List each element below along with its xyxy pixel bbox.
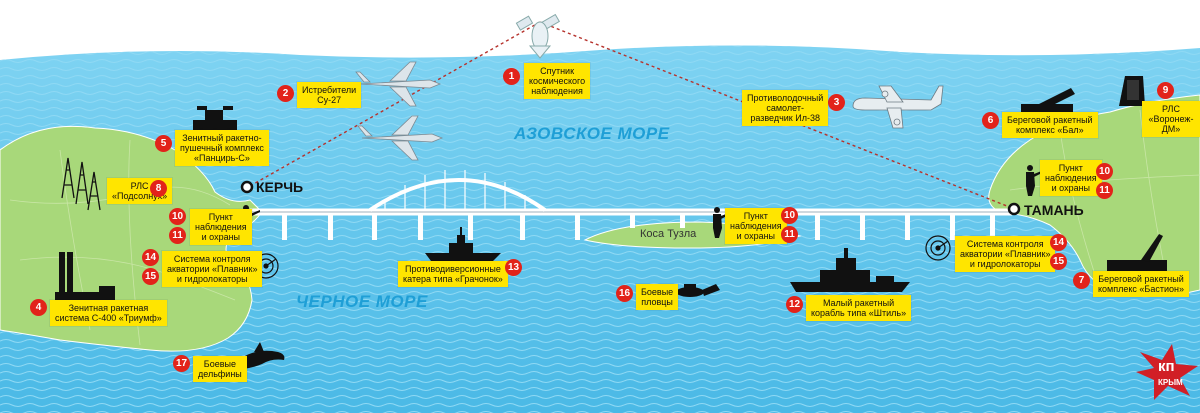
taman-city-label: ТАМАНЬ — [1024, 202, 1084, 218]
grachonok-label: Противодиверсионные катера типа «Грачоно… — [398, 261, 508, 287]
marker-badge-11-kerch: 11 — [169, 227, 186, 244]
logo-sub-text: КРЫМ — [1158, 378, 1183, 387]
su27-label: Истребители Су-27 — [297, 82, 362, 108]
marker-badge-13: 13 — [505, 259, 522, 276]
sonar-icon — [925, 235, 951, 261]
marker-badge-15-kerch: 15 — [142, 268, 159, 285]
azov-sea-label: АЗОВСКОЕ МОРЕ — [514, 124, 670, 143]
tuzla-observation-label: Пункт наблюдения и охраны — [725, 208, 787, 244]
marker-badge-10-tuzla: 10 — [781, 207, 798, 224]
boat-icon — [425, 227, 501, 261]
satellite-icon — [515, 13, 561, 59]
kerch-observation-label: Пункт наблюдения и охраны — [190, 209, 252, 245]
satellite-label: Спутник космического наблюдения — [524, 63, 591, 99]
marker-badge-11-taman: 11 — [1096, 182, 1113, 199]
bridge-icon — [250, 170, 1012, 240]
marker-badge-5: 5 — [155, 135, 172, 152]
voronezh-label: РЛС «Воронеж-ДМ» — [1142, 101, 1200, 137]
dolphins-label: Боевые дельфины — [193, 356, 247, 382]
marker-badge-7: 7 — [1073, 272, 1090, 289]
marker-badge-8: 8 — [150, 180, 167, 197]
plavnik-taman-label: Система контроля акватории «Плавник» и г… — [955, 236, 1056, 272]
logo-icon — [1136, 344, 1198, 400]
warship-icon — [790, 248, 910, 292]
s400-label: Зенитная ракетная система С-400 «Триумф» — [50, 300, 167, 326]
bal-label: Береговой ракетный комплекс «Бал» — [1002, 112, 1098, 138]
jet-icon — [357, 115, 444, 161]
taman-marker — [1007, 202, 1021, 216]
marker-badge-14-kerch: 14 — [142, 249, 159, 266]
marker-badge-4: 4 — [30, 299, 47, 316]
kerch-city-label: КЕРЧЬ — [256, 179, 304, 195]
taman-observation-label: Пункт наблюдения и охраны — [1040, 160, 1102, 196]
kerch-marker — [240, 180, 254, 194]
marker-badge-3: 3 — [828, 94, 845, 111]
plavnik-kerch-label: Система контроля акватории «Плавник» и г… — [162, 251, 263, 287]
marker-badge-9: 9 — [1157, 82, 1174, 99]
black-sea-label: ЧЕРНОЕ МОРЕ — [296, 292, 428, 311]
logo-main-text: кп — [1158, 358, 1175, 375]
pantsir-label: Зенитный ракетно- пушечный комплекс «Пан… — [175, 130, 269, 166]
marker-badge-16: 16 — [616, 285, 633, 302]
shtil-label: Малый ракетный корабль типа «Штиль» — [806, 295, 912, 321]
sea-waves — [0, 45, 1200, 413]
jet-icon — [355, 61, 442, 107]
marker-badge-2: 2 — [277, 85, 294, 102]
marker-badge-11-tuzla: 11 — [781, 226, 798, 243]
bastion-label: Береговой ракетный комплекс «Бастион» — [1093, 271, 1189, 297]
marker-badge-17: 17 — [173, 355, 190, 372]
tuzla-spit-label: Коса Тузла — [640, 228, 697, 240]
marker-badge-14-taman: 14 — [1050, 234, 1067, 251]
radar-station-icon — [1119, 76, 1145, 106]
marker-badge-12: 12 — [786, 296, 803, 313]
divers-label: Боевые пловцы — [636, 284, 679, 310]
marker-badge-6: 6 — [982, 112, 999, 129]
marker-badge-10-taman: 10 — [1096, 163, 1113, 180]
radar-tower-icon — [61, 157, 101, 211]
patrol-plane-icon — [852, 85, 944, 129]
il38-label: Противолодочный самолет- разведчик Ил-38 — [742, 90, 829, 126]
marker-badge-10-kerch: 10 — [169, 208, 186, 225]
marker-badge-15-taman: 15 — [1050, 253, 1067, 270]
marker-badge-1: 1 — [503, 68, 520, 85]
